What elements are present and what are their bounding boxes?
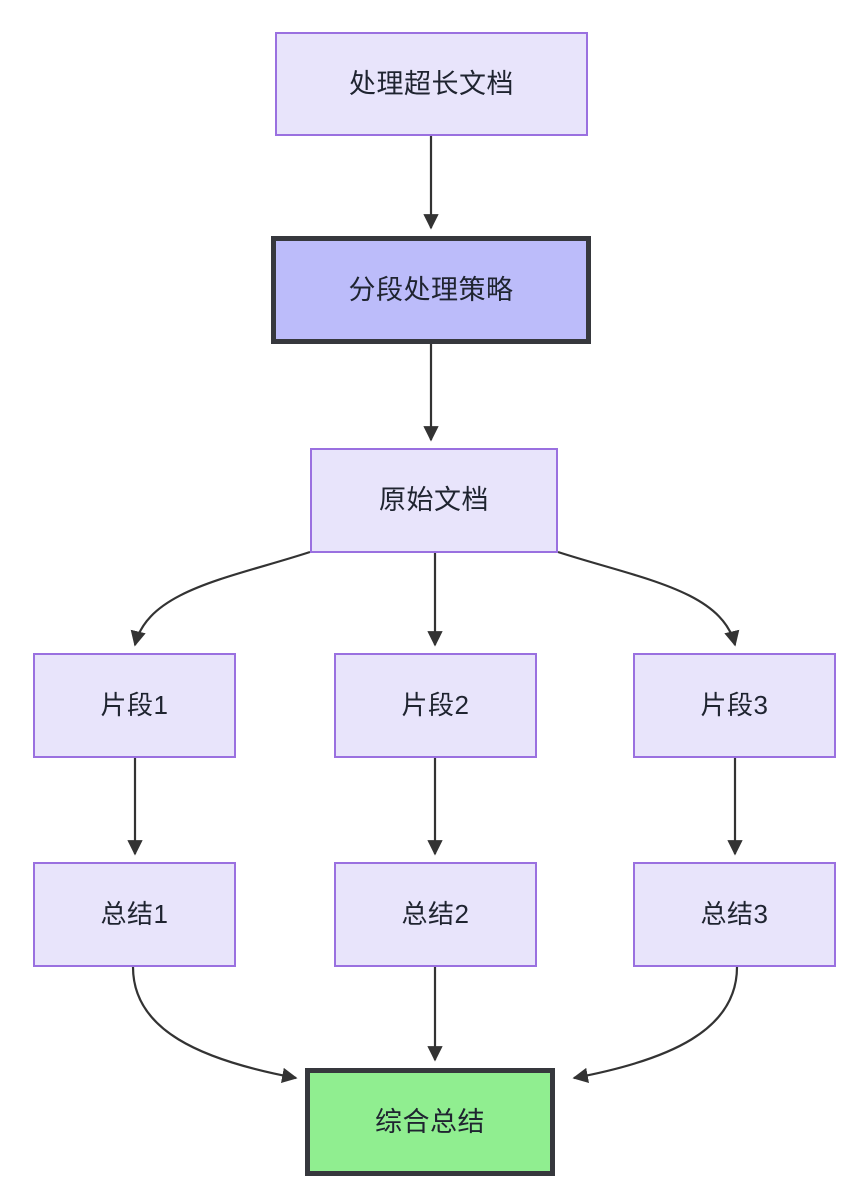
node-fragment-2[interactable]: 片段2 <box>334 653 537 758</box>
node-original-document[interactable]: 原始文档 <box>310 448 558 553</box>
node-summary-3[interactable]: 总结3 <box>633 862 836 967</box>
node-comprehensive-summary[interactable]: 综合总结 <box>305 1068 555 1176</box>
node-summary-1[interactable]: 总结1 <box>33 862 236 967</box>
node-process-long-document[interactable]: 处理超长文档 <box>275 32 588 136</box>
node-label: 片段2 <box>401 689 470 720</box>
node-label: 处理超长文档 <box>349 68 514 99</box>
node-fragment-3[interactable]: 片段3 <box>633 653 836 758</box>
node-label: 分段处理策略 <box>348 274 514 305</box>
node-summary-2[interactable]: 总结2 <box>334 862 537 967</box>
node-label: 原始文档 <box>379 485 489 516</box>
node-label: 片段1 <box>100 689 169 720</box>
edge-n3-f3 <box>557 550 740 647</box>
node-label: 总结3 <box>700 898 769 929</box>
node-fragment-1[interactable]: 片段1 <box>33 653 236 758</box>
node-label: 总结2 <box>401 898 470 929</box>
edge-s1-n4 <box>131 966 298 1084</box>
node-label: 综合总结 <box>375 1106 485 1137</box>
edge-n3-f1 <box>130 550 311 647</box>
edge-s3-n4 <box>572 966 739 1084</box>
node-label: 片段3 <box>700 689 769 720</box>
node-chunking-strategy[interactable]: 分段处理策略 <box>271 236 591 344</box>
node-label: 总结1 <box>100 898 169 929</box>
